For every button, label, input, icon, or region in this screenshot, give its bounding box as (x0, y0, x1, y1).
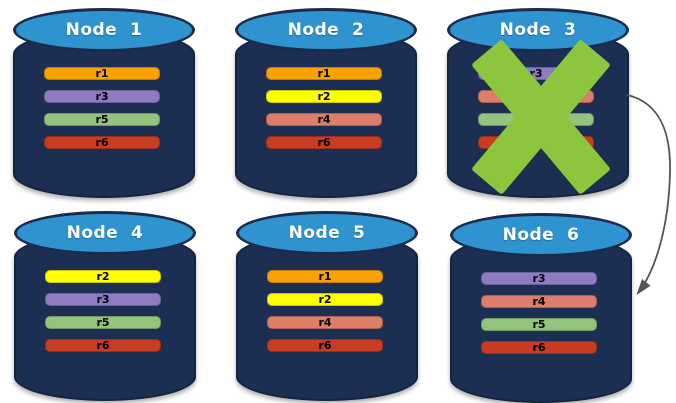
node-3-cylinder-top: Node 3 (447, 8, 629, 52)
node-2-title: Node 2 (287, 20, 365, 40)
replica-label: r3 (532, 272, 546, 285)
replica-label: r1 (318, 270, 332, 283)
replica-label: r5 (95, 113, 109, 126)
replica-label: r6 (317, 136, 331, 149)
replica-label: r6 (532, 341, 546, 354)
replica-bar-r6: r6 (45, 339, 161, 352)
replica-bar-r2: r2 (266, 90, 382, 103)
replica-label: r1 (95, 67, 109, 80)
replica-label: r4 (317, 113, 331, 126)
node-6: Node 6 r3 r4 r5 r6 (450, 213, 632, 403)
replica-label: r6 (318, 339, 332, 352)
replica-bar-r6: r6 (267, 339, 383, 352)
replica-bar-r5: r5 (44, 113, 160, 126)
replica-label: r3 (529, 67, 543, 80)
node-5: Node 5 r1 r2 r4 r6 (236, 211, 418, 401)
node-6-replica-list: r3 r4 r5 r6 (481, 272, 597, 364)
node-4-replica-list: r2 r3 r5 r6 (45, 270, 161, 362)
replica-label: r4 (318, 316, 332, 329)
replica-bar-r5: r5 (45, 316, 161, 329)
node-2: Node 2 r1 r2 r4 r6 (235, 8, 417, 198)
replica-label: r3 (95, 90, 109, 103)
node-5-title: Node 5 (288, 223, 366, 243)
node-5-replica-list: r1 r2 r4 r6 (267, 270, 383, 362)
replica-bar-r6: r6 (481, 341, 597, 354)
node-6-cylinder-top: Node 6 (450, 213, 632, 257)
failover-arrow-path (626, 94, 671, 296)
node-2-cylinder-top: Node 2 (235, 8, 417, 52)
replica-bar-r4: r4 (267, 316, 383, 329)
failure-x-mark (471, 39, 611, 195)
replica-bar-r2: r2 (267, 293, 383, 306)
node-4-cylinder-top: Node 4 (14, 211, 196, 255)
replica-label: r1 (317, 67, 331, 80)
node-4-cylinder-body (14, 233, 196, 401)
replica-bar-r1: r1 (267, 270, 383, 283)
replica-label: r2 (317, 90, 331, 103)
node-2-replica-list: r1 r2 r4 r6 (266, 67, 382, 159)
replica-bar-r3: r3 (45, 293, 161, 306)
replica-bar-r1: r1 (266, 67, 382, 80)
node-5-cylinder-top: Node 5 (236, 211, 418, 255)
replica-bar-r6: r6 (266, 136, 382, 149)
node-1-cylinder-top: Node 1 (13, 8, 195, 52)
node-4: Node 4 r2 r3 r5 r6 (14, 211, 196, 401)
node-3-title: Node 3 (499, 20, 577, 40)
replica-label: r5 (96, 316, 110, 329)
node-4-title: Node 4 (66, 223, 144, 243)
replica-bar-r4: r4 (266, 113, 382, 126)
replica-bar-r1: r1 (44, 67, 160, 80)
node-3: Node 3 r3 r4 r5 r6 (447, 8, 629, 198)
replica-label: r6 (96, 339, 110, 352)
replica-bar-r3: r3 (44, 90, 160, 103)
replica-bar-r3: r3 (481, 272, 597, 285)
replica-label: r2 (96, 270, 110, 283)
replica-label: r6 (95, 136, 109, 149)
node-1-replica-list: r1 r3 r5 r6 (44, 67, 160, 159)
node-1-title: Node 1 (65, 20, 143, 40)
replica-label: r5 (532, 318, 546, 331)
replica-bar-r6: r6 (44, 136, 160, 149)
replica-bar-r5: r5 (481, 318, 597, 331)
replica-bar-r4: r4 (481, 295, 597, 308)
replica-label: r4 (532, 295, 546, 308)
node-1: Node 1 r1 r3 r5 r6 (13, 8, 195, 198)
replica-bar-r2: r2 (45, 270, 161, 283)
replica-label: r3 (96, 293, 110, 306)
replica-label: r2 (318, 293, 332, 306)
node-6-title: Node 6 (502, 225, 580, 245)
